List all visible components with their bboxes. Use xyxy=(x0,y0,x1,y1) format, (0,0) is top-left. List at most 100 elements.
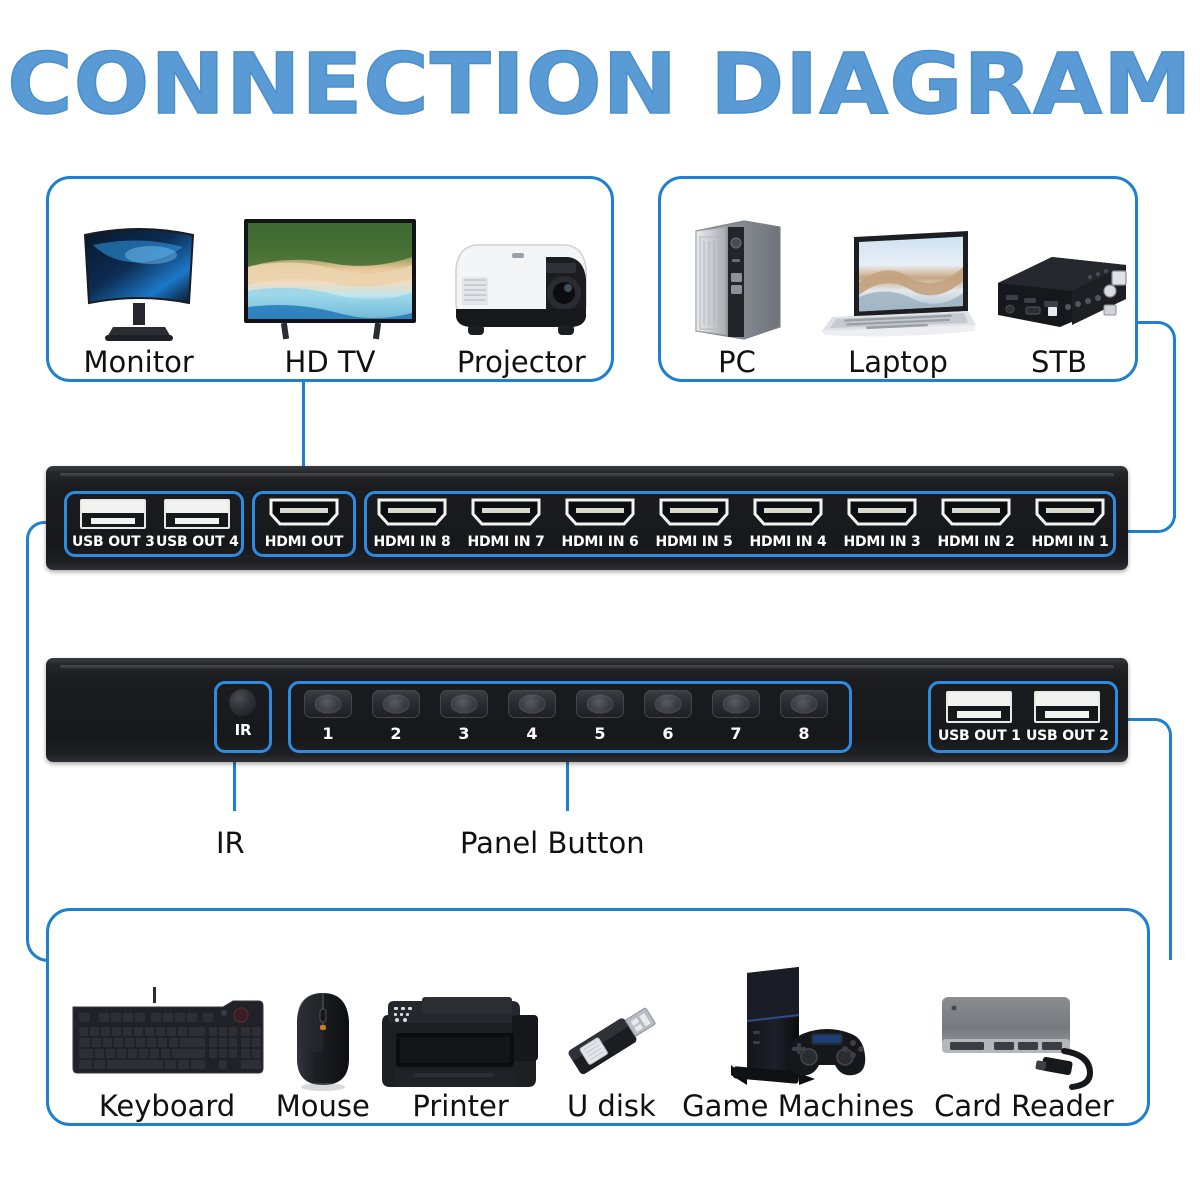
desktop-pc-icon xyxy=(682,197,792,347)
device-card-reader[interactable]: Card Reader xyxy=(919,933,1129,1123)
device-mouse[interactable]: Mouse xyxy=(270,933,376,1123)
rear-hdmi-output-highlight xyxy=(252,491,356,557)
printer-icon xyxy=(380,933,542,1091)
device-game-machines[interactable]: Game Machines xyxy=(680,933,916,1123)
ir-leader-label: IR xyxy=(216,826,245,860)
ir-sensor-highlight xyxy=(214,681,272,753)
usb-flash-drive-icon xyxy=(556,933,666,1091)
rear-hdmi-input-highlight xyxy=(364,491,1116,557)
game-console-icon xyxy=(713,933,883,1091)
port-usb-out-3[interactable] xyxy=(80,499,146,529)
panel-button-4[interactable] xyxy=(508,690,556,718)
port-hdmi-in-2[interactable] xyxy=(940,496,1012,528)
panel-button-7[interactable] xyxy=(712,690,760,718)
port-usb-out-1[interactable] xyxy=(946,691,1012,723)
port-hdmi-in-5[interactable] xyxy=(658,496,730,528)
panel-buttons-highlight xyxy=(288,681,852,753)
ir-sensor-icon xyxy=(229,689,256,716)
port-hdmi-in-4[interactable] xyxy=(752,496,824,528)
port-label-usb-out-1: USB OUT 1 xyxy=(938,728,1021,744)
rear-usb-output-highlight xyxy=(64,491,244,557)
panel-button-5[interactable] xyxy=(576,690,624,718)
port-label-usb-out-4: USB OUT 4 xyxy=(156,534,239,550)
connector-sources-seg-v xyxy=(1173,340,1176,518)
device-label: Card Reader xyxy=(934,1089,1114,1124)
panel-button-7-label: 7 xyxy=(730,724,742,743)
port-hdmi-in-8[interactable] xyxy=(376,496,448,528)
port-label-hdmi-in-1: HDMI IN 1 xyxy=(1031,534,1109,550)
port-label-hdmi-in-5: HDMI IN 5 xyxy=(655,534,733,550)
laptop-icon xyxy=(818,197,978,347)
port-label-hdmi-out: HDMI OUT xyxy=(264,534,344,550)
port-usb-out-2[interactable] xyxy=(1034,691,1100,723)
panel-button-6[interactable] xyxy=(644,690,692,718)
device-label: Laptop xyxy=(848,345,948,380)
port-label-usb-out-2: USB OUT 2 xyxy=(1026,728,1109,744)
connector-usb12-corner-tr xyxy=(1138,718,1172,752)
device-label: PC xyxy=(718,345,756,380)
device-label: Printer xyxy=(412,1089,509,1124)
curved-monitor-icon xyxy=(79,197,199,347)
port-label-hdmi-in-3: HDMI IN 3 xyxy=(843,534,921,550)
panel-button-3[interactable] xyxy=(440,690,488,718)
page-title: CONNECTION DIAGRAM xyxy=(6,35,1193,133)
device-keyboard[interactable]: Keyboard xyxy=(67,933,267,1123)
connector-sources-seg-h2 xyxy=(1120,530,1144,533)
port-label-hdmi-in-8: HDMI IN 8 xyxy=(373,534,451,550)
panel-button-5-label: 5 xyxy=(594,724,606,743)
device-projector[interactable]: Projector xyxy=(433,197,609,379)
port-label-hdmi-in-6: HDMI IN 6 xyxy=(561,534,639,550)
device-label: Game Machines xyxy=(682,1089,915,1124)
device-label: U disk xyxy=(566,1089,656,1124)
device-pc[interactable]: PC xyxy=(662,197,812,379)
port-label-hdmi-in-4: HDMI IN 4 xyxy=(749,534,827,550)
port-label-usb-out-3: USB OUT 3 xyxy=(72,534,155,550)
device-laptop[interactable]: Laptop xyxy=(814,197,982,379)
port-hdmi-out[interactable] xyxy=(268,496,340,528)
connector-usb12-seg-v xyxy=(1169,736,1172,960)
sources-group-box: PC xyxy=(658,176,1138,382)
port-usb-out-4[interactable] xyxy=(164,499,230,529)
device-label: STB xyxy=(1030,345,1088,380)
device-label: Keyboard xyxy=(98,1089,236,1124)
switch-rear-panel: USB OUT 3 USB OUT 4 HDMI OUT HDMI IN 8 xyxy=(46,466,1128,570)
connector-panel-button-leader xyxy=(566,753,569,811)
connector-ir-leader xyxy=(233,753,236,811)
peripherals-group-box: Keyboard xyxy=(46,908,1150,1126)
device-label: HD TV xyxy=(284,345,376,380)
port-hdmi-in-3[interactable] xyxy=(846,496,918,528)
port-label-hdmi-in-7: HDMI IN 7 xyxy=(467,534,545,550)
port-hdmi-in-1[interactable] xyxy=(1034,496,1106,528)
connector-displays-to-hdmi-out xyxy=(302,381,305,493)
device-stb[interactable]: STB xyxy=(984,197,1134,379)
displays-group-box: Monitor xyxy=(46,176,614,382)
panel-button-4-label: 4 xyxy=(526,724,538,743)
port-label-hdmi-in-2: HDMI IN 2 xyxy=(937,534,1015,550)
device-monitor[interactable]: Monitor xyxy=(51,197,227,379)
device-label: Mouse xyxy=(275,1089,370,1124)
device-label: Monitor xyxy=(83,345,194,380)
panel-button-1-label: 1 xyxy=(322,724,334,743)
connector-usb34-corner-tl xyxy=(26,521,62,557)
front-usb-output-highlight xyxy=(928,681,1118,753)
projector-icon xyxy=(446,197,596,347)
panel-button-1[interactable] xyxy=(304,690,352,718)
ir-sensor-label: IR xyxy=(234,721,252,739)
mouse-icon xyxy=(292,933,354,1092)
panel-button-2[interactable] xyxy=(372,690,420,718)
port-hdmi-in-6[interactable] xyxy=(564,496,636,528)
set-top-box-icon xyxy=(986,197,1132,347)
device-label: Projector xyxy=(456,345,586,380)
device-u-disk[interactable]: U disk xyxy=(545,933,677,1123)
card-reader-icon xyxy=(936,933,1112,1091)
panel-button-8[interactable] xyxy=(780,690,828,718)
connector-sources-corner-tr xyxy=(1140,321,1176,357)
panel-button-8-label: 8 xyxy=(798,724,810,743)
connector-usb34-seg-v xyxy=(26,540,29,940)
port-hdmi-in-7[interactable] xyxy=(470,496,542,528)
device-hd-tv[interactable]: HD TV xyxy=(230,197,430,379)
panel-button-6-label: 6 xyxy=(662,724,674,743)
connector-sources-corner-br xyxy=(1140,497,1176,533)
device-printer[interactable]: Printer xyxy=(379,933,543,1123)
